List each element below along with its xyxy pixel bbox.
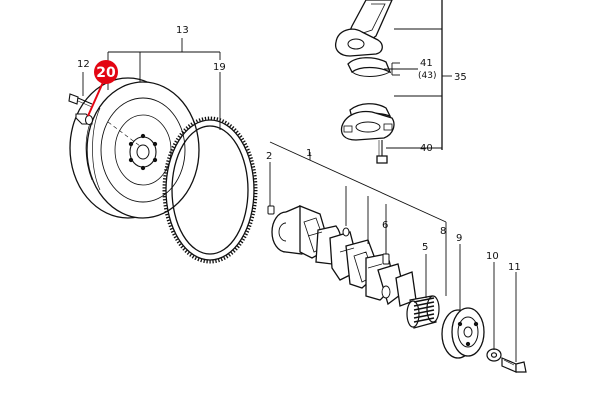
callout-35: 35 — [454, 72, 467, 83]
ring-gear — [162, 116, 258, 264]
callout-13: 13 — [176, 25, 189, 36]
callout-2: 2 — [266, 151, 272, 162]
callout-10: 10 — [486, 251, 499, 262]
pulley-bolt — [501, 357, 527, 373]
rod-bolt — [376, 140, 388, 164]
connecting-rod-group — [334, 0, 452, 164]
dowel-pin — [267, 205, 275, 215]
washer — [486, 348, 502, 362]
callout-8: 8 — [440, 226, 446, 237]
callout-19: 19 — [213, 62, 226, 73]
flywheel-bolt — [68, 93, 93, 108]
pilot-bushing — [75, 113, 94, 126]
callout-20: 20 — [96, 65, 116, 81]
crank-gear — [406, 295, 440, 329]
pulley — [441, 307, 485, 359]
callout-11: 11 — [508, 262, 521, 273]
bearing-upper — [347, 57, 392, 77]
flywheel — [69, 77, 200, 219]
crankshaft — [271, 205, 417, 307]
callout-1: 1 — [306, 148, 312, 159]
rod-cap — [340, 110, 395, 141]
callout-6: 6 — [382, 220, 388, 231]
oil-plug — [342, 227, 350, 237]
callout-12: 12 — [77, 59, 90, 70]
highlight-leader — [87, 79, 105, 117]
callout-43: (43) — [418, 71, 436, 81]
callout-40: 40 — [420, 143, 433, 154]
callout-9: 9 — [456, 233, 462, 244]
callout-5: 5 — [422, 242, 428, 253]
callout-41: 41 — [420, 58, 433, 69]
key — [382, 253, 390, 265]
highlight-badge-20[interactable]: 20 — [94, 60, 118, 84]
